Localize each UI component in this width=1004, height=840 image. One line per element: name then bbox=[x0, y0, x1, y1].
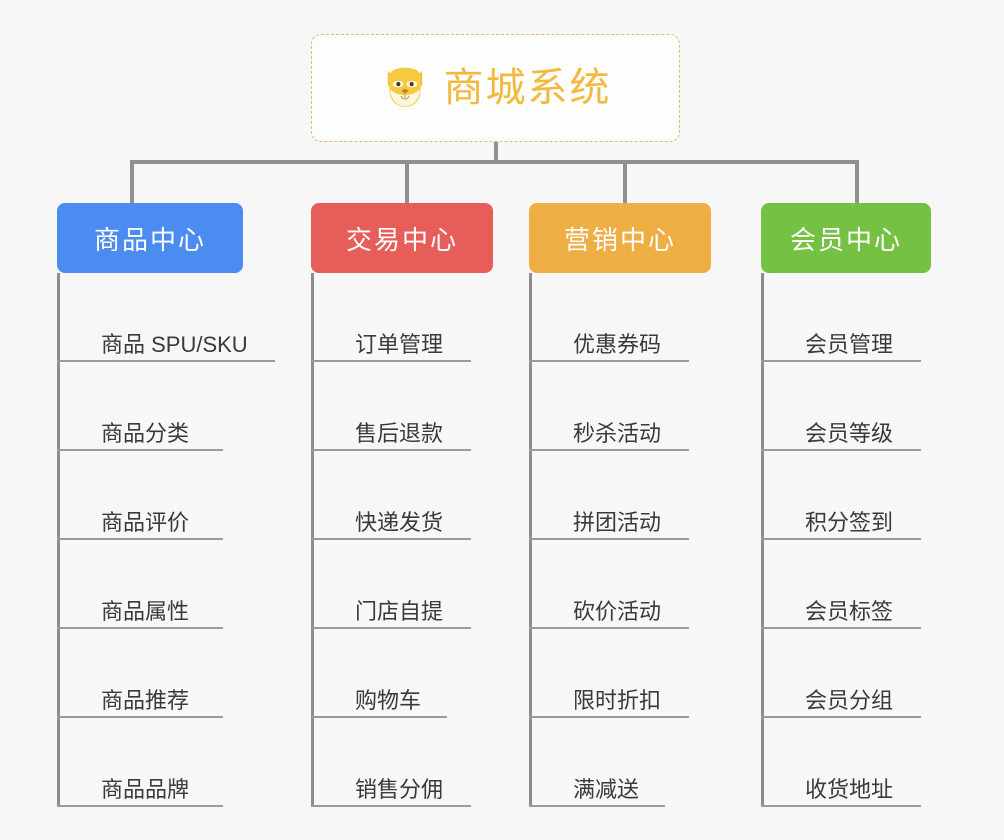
item-underline bbox=[57, 449, 223, 451]
list-item[interactable]: 满减送 bbox=[529, 718, 729, 807]
list-item[interactable]: 会员等级 bbox=[761, 362, 961, 451]
item-underline bbox=[761, 538, 921, 540]
list-item[interactable]: 商品推荐 bbox=[57, 629, 287, 718]
item-underline bbox=[57, 360, 275, 362]
list-item[interactable]: 门店自提 bbox=[311, 540, 511, 629]
category-box-3[interactable]: 营销中心 bbox=[529, 203, 711, 273]
horizontal-bus-connector bbox=[130, 160, 859, 164]
list-item[interactable]: 商品分类 bbox=[57, 362, 287, 451]
list-item[interactable]: 销售分佣 bbox=[311, 718, 511, 807]
list-item[interactable]: 快递发货 bbox=[311, 451, 511, 540]
list-item[interactable]: 订单管理 bbox=[311, 273, 511, 362]
item-underline bbox=[529, 627, 689, 629]
item-underline bbox=[311, 627, 471, 629]
dog-face-icon bbox=[380, 63, 430, 113]
list-item[interactable]: 售后退款 bbox=[311, 362, 511, 451]
item-underline bbox=[761, 716, 921, 718]
category-label-2: 交易中心 bbox=[345, 224, 458, 255]
item-underline bbox=[311, 716, 447, 718]
list-item[interactable]: 拼团活动 bbox=[529, 451, 729, 540]
category-box-1[interactable]: 商品中心 bbox=[57, 203, 243, 273]
branch-items-1: 商品 SPU/SKU 商品分类 商品评价 商品属性 商品推荐 商品品牌 bbox=[57, 273, 287, 807]
root-node[interactable]: 商城系统 bbox=[311, 34, 680, 142]
item-underline bbox=[311, 360, 471, 362]
item-underline bbox=[311, 538, 471, 540]
list-item[interactable]: 收货地址 bbox=[761, 718, 961, 807]
list-item[interactable]: 商品品牌 bbox=[57, 718, 287, 807]
branch-drop-connector-1 bbox=[130, 160, 134, 205]
branch-trunk-3 bbox=[529, 273, 532, 807]
item-underline bbox=[761, 805, 921, 807]
branch-column-4: 会员中心 会员管理 会员等级 积分签到 会员标签 会员分组 bbox=[761, 203, 961, 807]
category-label-1: 商品中心 bbox=[93, 224, 206, 255]
branch-column-3: 营销中心 优惠券码 秒杀活动 拼团活动 砍价活动 限时折扣 bbox=[529, 203, 729, 807]
item-underline bbox=[529, 538, 689, 540]
branch-drop-connector-3 bbox=[623, 160, 627, 205]
item-underline bbox=[311, 449, 471, 451]
list-item[interactable]: 秒杀活动 bbox=[529, 362, 729, 451]
list-item[interactable]: 商品评价 bbox=[57, 451, 287, 540]
list-item[interactable]: 砍价活动 bbox=[529, 540, 729, 629]
root-title: 商城系统 bbox=[443, 66, 612, 110]
item-underline bbox=[57, 538, 223, 540]
item-underline bbox=[529, 716, 689, 718]
item-underline bbox=[761, 449, 921, 451]
list-item[interactable]: 限时折扣 bbox=[529, 629, 729, 718]
item-underline bbox=[529, 360, 689, 362]
branch-drop-connector-4 bbox=[855, 160, 859, 205]
category-label-4: 会员中心 bbox=[789, 224, 902, 255]
item-underline bbox=[57, 627, 223, 629]
root-stem-connector bbox=[494, 142, 498, 164]
list-item[interactable]: 购物车 bbox=[311, 629, 511, 718]
branch-column-1: 商品中心 商品 SPU/SKU 商品分类 商品评价 商品属性 商品推荐 bbox=[57, 203, 287, 807]
branch-trunk-1 bbox=[57, 273, 60, 807]
item-underline bbox=[761, 360, 921, 362]
branch-trunk-4 bbox=[761, 273, 764, 807]
list-item[interactable]: 积分签到 bbox=[761, 451, 961, 540]
item-underline bbox=[529, 449, 689, 451]
item-underline bbox=[311, 805, 471, 807]
list-item[interactable]: 会员分组 bbox=[761, 629, 961, 718]
item-underline bbox=[57, 805, 223, 807]
list-item[interactable]: 优惠券码 bbox=[529, 273, 729, 362]
list-item[interactable]: 商品 SPU/SKU bbox=[57, 273, 287, 362]
category-box-2[interactable]: 交易中心 bbox=[311, 203, 493, 273]
category-label-3: 营销中心 bbox=[563, 224, 676, 255]
list-item[interactable]: 商品属性 bbox=[57, 540, 287, 629]
item-underline bbox=[529, 805, 665, 807]
list-item[interactable]: 会员管理 bbox=[761, 273, 961, 362]
branch-items-3: 优惠券码 秒杀活动 拼团活动 砍价活动 限时折扣 满减送 bbox=[529, 273, 729, 807]
category-box-4[interactable]: 会员中心 bbox=[761, 203, 931, 273]
item-underline bbox=[57, 716, 223, 718]
branch-column-2: 交易中心 订单管理 售后退款 快递发货 门店自提 购物车 bbox=[311, 203, 511, 807]
branch-items-2: 订单管理 售后退款 快递发货 门店自提 购物车 销售分佣 bbox=[311, 273, 511, 807]
branch-trunk-2 bbox=[311, 273, 314, 807]
list-item[interactable]: 会员标签 bbox=[761, 540, 961, 629]
item-underline bbox=[761, 627, 921, 629]
branch-drop-connector-2 bbox=[405, 160, 409, 205]
branch-items-4: 会员管理 会员等级 积分签到 会员标签 会员分组 收货地址 bbox=[761, 273, 961, 807]
